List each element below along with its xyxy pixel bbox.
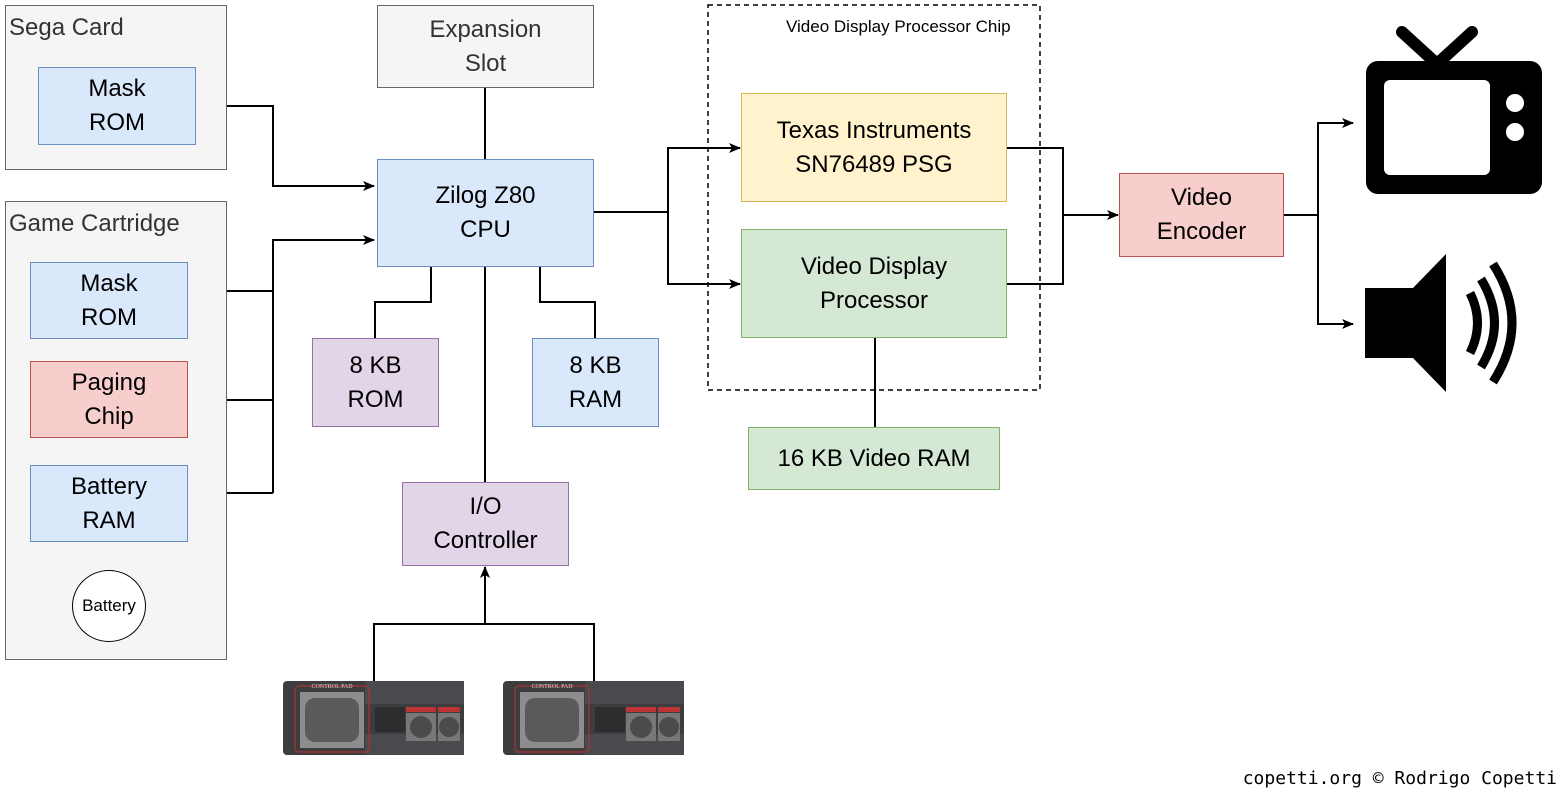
control-pad-1-icon: CONTROL PAD xyxy=(283,681,464,755)
control-pad-1-label: CONTROL PAD xyxy=(311,684,353,690)
speaker-icon xyxy=(1365,254,1517,392)
tv-icon xyxy=(1366,26,1542,194)
video-ram-16kb: 16 KB Video RAM xyxy=(748,427,1000,490)
video-encoder: Video Encoder xyxy=(1119,173,1284,257)
vdp-chip-title: Video Display Processor Chip xyxy=(786,17,1011,36)
zilog-z80-cpu: Zilog Z80 CPU xyxy=(377,159,594,267)
wire-cart-cpu xyxy=(272,235,375,493)
control-pad-2-label: CONTROL PAD xyxy=(531,684,573,690)
control-pad-2-icon: CONTROL PAD xyxy=(503,681,684,755)
wire-psg-enc xyxy=(1007,147,1064,285)
paging-chip: Paging Chip xyxy=(30,361,188,438)
io-controller: I/O Controller xyxy=(402,482,569,566)
wire-pads-io xyxy=(373,623,595,682)
expansion-slot: Expansion Slot xyxy=(377,5,594,88)
ti-sn76489-psg: Texas Instruments SN76489 PSG xyxy=(741,93,1007,202)
wire-cpu-ram xyxy=(539,267,596,338)
video-display-processor: Video Display Processor xyxy=(741,229,1007,338)
rom-8kb: 8 KB ROM xyxy=(312,338,439,427)
battery: Battery xyxy=(72,570,146,642)
wire-to-vdp xyxy=(667,213,741,289)
ram-8kb: 8 KB RAM xyxy=(532,338,659,427)
sega-card-mask-rom: Mask ROM xyxy=(38,67,196,145)
wire-to-tv xyxy=(1317,118,1354,215)
cart-mask-rom: Mask ROM xyxy=(30,262,188,339)
wire-to-speaker xyxy=(1317,215,1354,329)
wire-to-psg xyxy=(667,143,741,213)
footer-credit: copetti.org © Rodrigo Copetti xyxy=(1242,768,1557,789)
battery-ram: Battery RAM xyxy=(30,465,188,542)
wire-segacard-cpu xyxy=(196,105,375,191)
sega-card-title: Sega Card xyxy=(9,14,124,41)
vdp-chip-boundary xyxy=(707,4,1041,391)
game-cartridge-title: Game Cartridge xyxy=(9,210,180,237)
wire-cpu-rom xyxy=(374,267,432,338)
